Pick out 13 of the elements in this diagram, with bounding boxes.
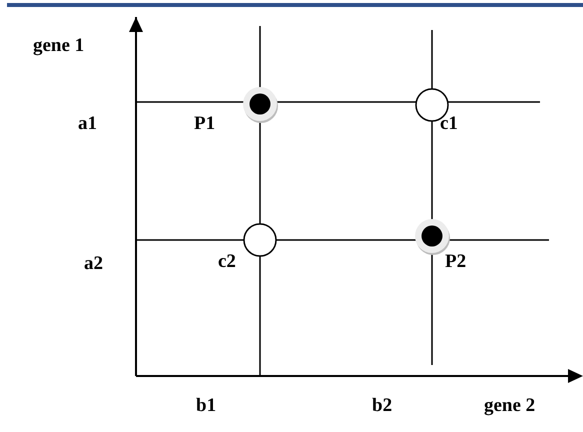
filled-point	[413, 217, 451, 255]
open-point	[241, 221, 279, 259]
axis-label: a1	[78, 114, 97, 133]
axis-label: gene 2	[484, 396, 536, 415]
filled-point	[241, 85, 279, 123]
point-label: c2	[218, 252, 236, 271]
axis-label: gene 1	[33, 36, 84, 55]
axis-label: b2	[372, 396, 392, 415]
point-label: P1	[194, 114, 216, 133]
axis-label: b1	[196, 396, 216, 415]
point-label: c1	[440, 114, 458, 133]
point-label: P2	[445, 252, 466, 271]
axis-label: a2	[84, 254, 103, 273]
